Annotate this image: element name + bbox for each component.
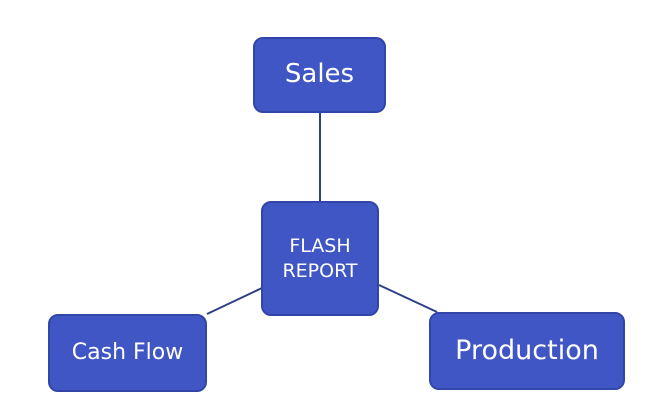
- flash-report-node-label: FLASH REPORT: [282, 234, 357, 283]
- sales-node: Sales: [253, 37, 386, 113]
- flash-report-node: FLASH REPORT: [261, 201, 379, 316]
- flash-report-line-1: FLASH: [289, 234, 351, 257]
- flash-report-line-2: REPORT: [282, 259, 358, 282]
- cash-flow-node-label: Cash Flow: [71, 339, 184, 365]
- connector-center-to-cash-flow: [206, 287, 263, 315]
- production-node-label: Production: [455, 335, 599, 367]
- sales-node-label: Sales: [284, 59, 355, 90]
- connector-center-to-production: [378, 284, 438, 313]
- production-node: Production: [429, 312, 625, 390]
- cash-flow-node: Cash Flow: [48, 314, 207, 392]
